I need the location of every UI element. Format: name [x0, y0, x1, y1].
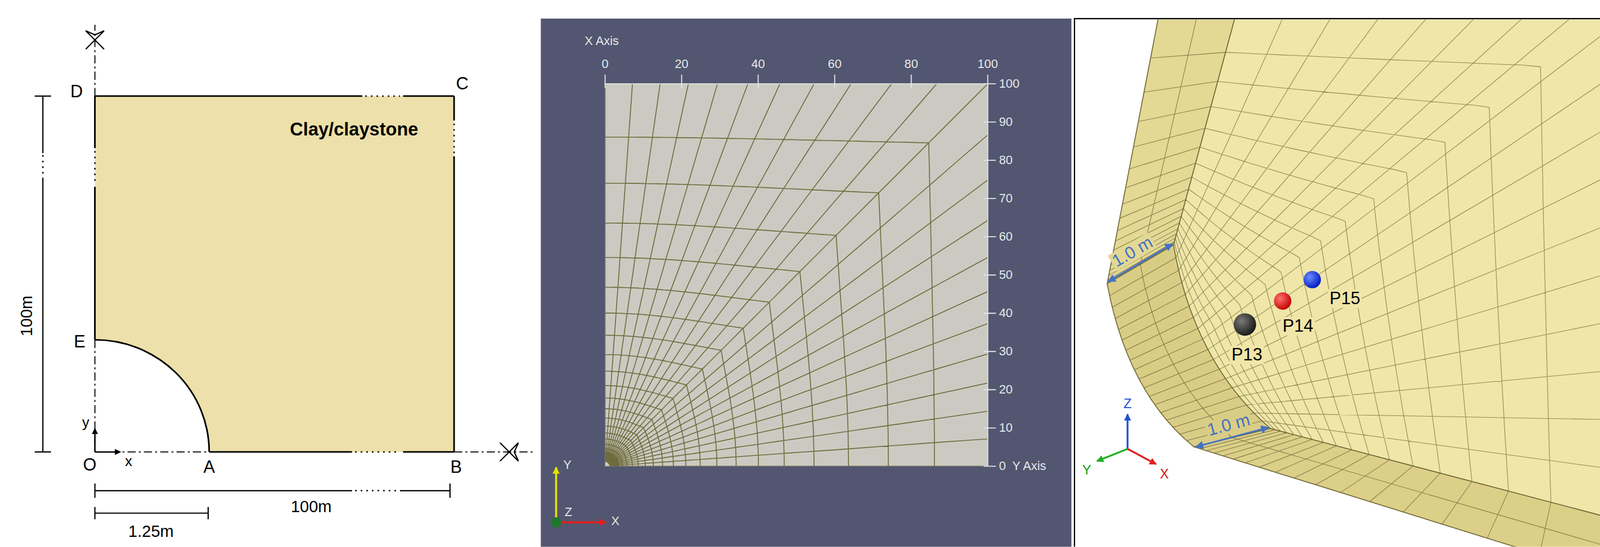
coordinate-arrows: [95, 428, 121, 453]
tick-value: 0: [999, 459, 1006, 473]
tick-value: 80: [904, 57, 919, 71]
tick-value: 40: [999, 306, 1013, 320]
point-marker: [1273, 292, 1292, 310]
corner-letter: A: [203, 458, 216, 477]
tick-value: 80: [999, 153, 1013, 167]
axis-title: Y Axis: [1012, 459, 1046, 473]
mesh: [1107, 19, 1600, 547]
axis-letter: Z: [564, 505, 573, 519]
axis-title: X Axis: [584, 34, 619, 48]
mesh-lines: [605, 83, 988, 467]
side-face: [1107, 19, 1235, 285]
dimension: 100m: [290, 498, 332, 516]
point-label: P14: [1281, 317, 1316, 336]
dimension: 1.25m: [128, 523, 174, 541]
mesh-domain: [605, 83, 988, 467]
tick-value: 60: [999, 230, 1013, 244]
axis-ticks: [605, 74, 997, 467]
point-label: P13: [1229, 345, 1265, 364]
tick-value: 0: [601, 57, 609, 71]
mesh: [605, 83, 988, 467]
edges: [1107, 19, 1600, 547]
tick-value: 40: [751, 57, 765, 71]
dimension-line: [34, 96, 451, 520]
dimension-arrow: [1108, 244, 1269, 448]
corner-letter: D: [70, 82, 83, 101]
corner-letter: O: [83, 456, 97, 475]
corner-letter: C: [455, 74, 469, 93]
tick-value: 60: [828, 57, 842, 71]
tick-value: 100: [999, 77, 1020, 91]
symmetry-symbol: [85, 30, 519, 462]
break-marks: [42, 96, 455, 492]
tick-value: 50: [999, 268, 1013, 282]
schematic: [34, 24, 533, 520]
symmetry-axis: [95, 24, 533, 453]
tick-value: 90: [999, 115, 1013, 129]
side-mesh: [1107, 19, 1600, 547]
axis-letter: X: [1160, 467, 1170, 482]
front-mesh: [1173, 19, 1600, 516]
axis-letter: Y: [1082, 463, 1092, 478]
axis-letter: x: [124, 453, 133, 469]
tick-value: 20: [999, 383, 1013, 397]
corner-letter: E: [73, 332, 86, 351]
tick-value: 30: [999, 344, 1013, 358]
panel-frame: [1074, 18, 1600, 547]
point-label: P15: [1327, 289, 1363, 308]
tick-value: 100: [977, 57, 999, 71]
hole-surface: [1107, 245, 1271, 448]
tick-value: 20: [674, 57, 689, 71]
region-name: Clay/claystone: [289, 119, 419, 139]
clay-region: [95, 96, 455, 453]
dimension: 100m: [18, 295, 35, 337]
viewport: [540, 18, 1072, 547]
boundary: [95, 96, 455, 453]
mesh-view: [540, 18, 1072, 547]
hole-mesh: [1107, 245, 1271, 448]
axis-letter: X: [610, 514, 620, 528]
tick-value: 70: [999, 191, 1013, 205]
axis-letter: Z: [1123, 397, 1132, 412]
tick-value: 10: [999, 421, 1013, 435]
axes-glyph: [1097, 414, 1157, 465]
point-marker: [1233, 313, 1257, 336]
point-marker: [1303, 271, 1321, 289]
corner-letter: B: [450, 458, 463, 477]
axis-letter: Y: [563, 459, 572, 473]
axis-letter: y: [82, 415, 90, 431]
axes-glyph: [550, 467, 606, 528]
mesh-3d: [1074, 18, 1600, 547]
